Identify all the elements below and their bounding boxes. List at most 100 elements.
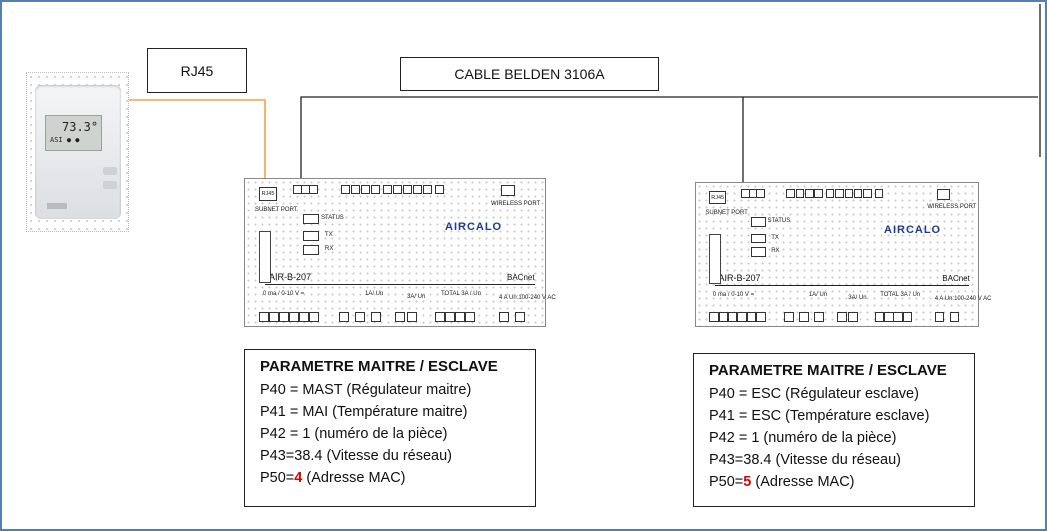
params-master-box: PARAMETRE MAITRE / ESCLAVE P40 = MAST (R… [244,349,536,507]
terminal-bottom [279,312,289,322]
terminal-top [309,185,318,194]
terminal-bottom [737,312,747,323]
params-master-line: P41 = MAI (Température maitre) [260,404,468,420]
rj45-wire [127,99,266,186]
terminal-bottom [837,312,847,323]
controller-group3: 3A/ Un [848,294,867,301]
terminal-bottom [395,312,405,322]
terminal-top [863,188,872,198]
terminal-top [403,185,412,194]
terminal-bottom [949,312,960,323]
terminal-top [756,188,765,198]
terminal-top [853,188,863,198]
terminal-bottom [709,312,719,323]
controller-group1: 0 ma / 0-10 V = [263,291,305,297]
terminal-bottom [756,312,766,323]
controller-status-led [750,217,766,227]
thermostat-status: ASI ● ● [50,136,80,144]
controller-rx-led [303,245,319,255]
thermostat-body: 73.3° ASI ● ● [35,85,121,219]
controller-wireless-port [501,185,515,196]
terminal-bottom [355,312,365,322]
controller-subnet-label: SUBNET PORT [255,207,298,213]
controller-wireless-port [936,188,950,200]
controller-power: 4 A Un:100-240 V AC [934,295,992,302]
controller-subnet-label: SUBNET PORT [705,210,748,217]
controller-model-rule [714,285,969,287]
terminal-top [351,185,360,194]
terminal-top [393,185,402,194]
controller-rx-led [750,247,766,257]
terminal-bottom [799,312,809,323]
controller-rj45-port: RJ45 [709,190,727,205]
controller-tx-led [750,233,766,244]
cable-label-text: CABLE BELDEN 3106A [454,66,605,82]
params-slave-p50: P50=5 (Adresse MAC) [709,471,974,493]
controller-status-label: STATUS [321,215,344,221]
terminal-bottom [727,312,738,323]
terminal-bottom [309,312,319,322]
controller-brand: AIRCALO [445,221,503,233]
terminal-bottom [718,312,729,323]
controller-model-rule [265,284,535,285]
params-master-line: P42 = 1 (numéro de la pièce) [260,426,448,442]
terminal-top [786,188,795,198]
thermostat-button-up [103,167,117,175]
thermostat-temp: 73.3° [62,120,99,134]
p50-value: 5 [743,474,752,490]
params-slave-box: PARAMETRE MAITRE / ESCLAVE P40 = ESC (Ré… [693,353,975,507]
terminal-top [844,188,854,198]
params-master-line: P40 = MAST (Régulateur maitre) [260,382,472,398]
controller-rx-label: RX [771,248,780,255]
terminal-bottom [407,312,417,322]
terminal-bottom [874,312,885,323]
controller-group2: 1A/ Un [808,291,828,298]
controller-wireless-label: WIRELESS PORT [927,204,977,211]
terminal-top [341,185,350,194]
controller-group1: 0 ma / 0-10 V = [712,291,755,298]
terminal-top [874,188,884,198]
terminal-bottom [784,312,794,323]
terminal-bottom [465,312,475,322]
terminal-bottom [455,312,465,322]
controller-status-led [303,214,319,224]
terminal-bottom [884,312,894,323]
thermostat-display: 73.3° ASI ● ● [45,115,102,151]
terminal-top [805,188,814,198]
terminal-bottom [814,312,824,323]
terminal-bottom [934,312,945,323]
terminal-bottom [339,312,349,322]
terminal-top [835,188,844,198]
terminal-bottom [746,312,757,323]
controller-model: AIR-B-207 [269,272,312,282]
rj45-label: RJ45 [147,48,247,93]
controller-protocol: BACnet [942,274,970,284]
p50-prefix: P50= [709,474,744,490]
controller-dip-switch [259,231,271,283]
p50-prefix: P50= [260,470,295,486]
cable-label: CABLE BELDEN 3106A [400,57,659,91]
controller-group3: 3A/ Un [407,294,426,300]
params-master-p50: P50=4 (Adresse MAC) [260,467,535,489]
controller-group4: TOTAL 3A / Un [441,291,481,297]
terminal-bottom [848,312,858,323]
controller-tx-label: TX [325,232,333,238]
controller-group2: 1A/ Un [365,291,384,297]
terminal-bottom [435,312,445,322]
terminal-bottom [259,312,269,322]
terminal-top [814,188,824,198]
controller-protocol: BACnet [507,273,535,282]
params-slave-line: P43=38.4 (Vitesse du réseau) [709,452,901,468]
terminal-bottom [902,312,913,323]
params-master-line: P43=38.4 (Vitesse du réseau) [260,448,452,464]
terminal-top [383,185,392,194]
thermostat-button-down [103,181,117,189]
terminal-bottom [515,312,525,322]
params-master-title: PARAMETRE MAITRE / ESCLAVE [260,358,498,375]
controller-dip-switch [709,233,721,285]
